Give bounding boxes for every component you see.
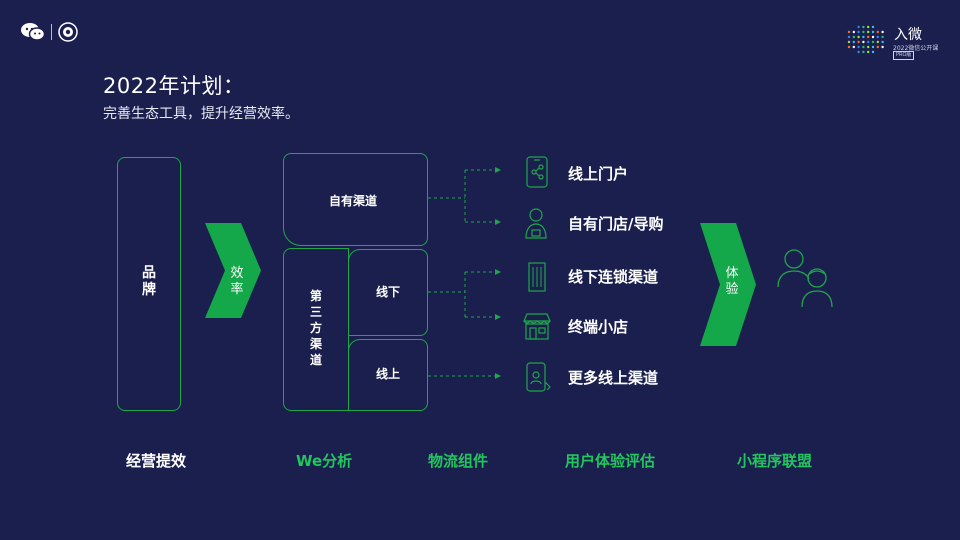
dot-grid-logo-icon xyxy=(846,24,886,60)
efficiency-arrow xyxy=(205,223,261,318)
mobile-user-icon xyxy=(525,362,551,398)
logo-dot xyxy=(867,35,870,39)
logo-dot xyxy=(871,50,875,54)
logo-dot xyxy=(867,45,870,49)
slide-subtitle: 完善生态工具，提升经营效率。 xyxy=(103,106,299,122)
users-icon xyxy=(774,245,840,315)
item-label: 终端小店 xyxy=(568,318,629,336)
brand-box xyxy=(117,157,181,411)
wechat-logo-icon xyxy=(20,22,46,46)
bottom-label: 小程序联盟 xyxy=(737,452,813,470)
logo-dot xyxy=(847,45,851,49)
shop-assistant-icon xyxy=(522,206,550,244)
logo-dot xyxy=(847,30,851,34)
logo-dot xyxy=(867,25,870,29)
logo-dot xyxy=(852,30,855,34)
logo-dot xyxy=(867,50,870,54)
logo-dot xyxy=(847,40,851,44)
self-channel-label: 自有渠道 xyxy=(328,194,377,208)
online-label: 线上 xyxy=(375,367,400,381)
storefront-icon xyxy=(522,313,552,345)
logo-dot xyxy=(857,50,860,54)
logo-dot xyxy=(881,35,884,39)
item-label: 线下连锁渠道 xyxy=(568,268,659,286)
offline-label: 线下 xyxy=(375,285,400,299)
logo-dot xyxy=(857,35,860,39)
logo-dot xyxy=(867,40,870,44)
bottom-label: We分析 xyxy=(296,452,353,470)
logo-dot xyxy=(847,35,851,39)
bottom-label: 物流组件 xyxy=(428,452,489,470)
bottom-label: 经营提效 xyxy=(126,452,187,470)
logo-dot xyxy=(871,25,875,29)
logo-dot xyxy=(852,45,855,49)
logo-dot xyxy=(876,45,879,49)
brand-badge: PRO版 xyxy=(893,51,915,60)
divider xyxy=(51,24,52,40)
brand-label: 品 牌 xyxy=(142,265,156,298)
offline-box xyxy=(348,249,428,336)
logo-dot xyxy=(857,30,860,34)
item-label: 自有门店/导购 xyxy=(568,215,664,233)
experience-arrow-label: 体 验 xyxy=(725,266,739,297)
bottom-label: 用户体验评估 xyxy=(565,452,656,470)
logo-dot xyxy=(857,25,860,29)
logo-dot xyxy=(862,25,865,29)
logo-dot xyxy=(862,40,865,44)
logo-dot xyxy=(871,45,875,49)
item-label: 更多线上渠道 xyxy=(568,369,659,387)
logo-dot xyxy=(857,45,860,49)
phone-share-icon xyxy=(525,156,549,192)
logo-dot xyxy=(867,30,870,34)
logo-dot xyxy=(862,30,865,34)
logo-dot xyxy=(862,45,865,49)
third-party-label: 第 三 方 渠 道 xyxy=(309,289,322,367)
logo-dot xyxy=(871,40,875,44)
logo-dot xyxy=(876,35,879,39)
logo-dot xyxy=(857,40,860,44)
self-channel-box xyxy=(283,153,428,246)
online-box xyxy=(348,339,428,411)
emblem-logo-icon xyxy=(58,22,78,46)
efficiency-arrow-label: 效 率 xyxy=(230,266,244,297)
logo-dot xyxy=(871,30,875,34)
building-icon xyxy=(527,262,547,296)
logo-dot xyxy=(881,30,884,34)
logo-dot xyxy=(881,45,884,49)
logo-dot xyxy=(852,35,855,39)
logo-dot xyxy=(862,35,865,39)
logo-dot xyxy=(876,30,879,34)
logo-dot xyxy=(862,50,865,54)
logo-dot xyxy=(852,40,855,44)
brand-subtitle: 2022微信公开课 xyxy=(893,45,939,52)
logo-dot xyxy=(881,40,884,44)
connector-lines xyxy=(428,167,501,379)
item-label: 线上门户 xyxy=(568,165,629,183)
slide-title: 2022年计划： xyxy=(103,74,245,98)
logo-dot xyxy=(876,40,879,44)
logo-dot xyxy=(871,35,875,39)
experience-arrow xyxy=(700,223,756,346)
brand-title: 入微 xyxy=(894,27,922,43)
